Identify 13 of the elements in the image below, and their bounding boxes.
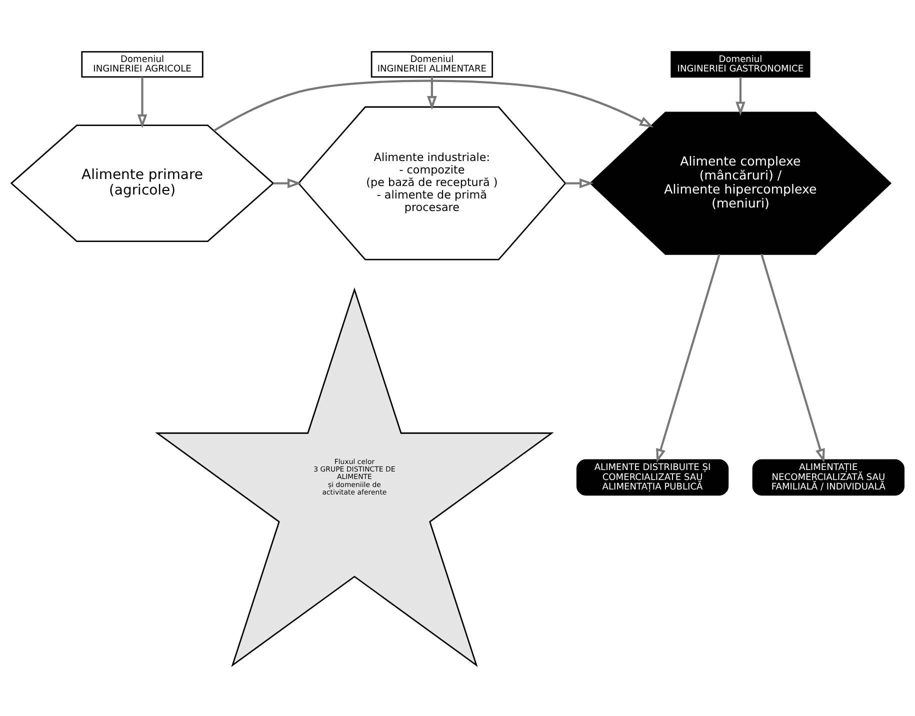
arrow (214, 79, 654, 132)
node-box: Domeniul INGINERIEI ALIMENTARE (370, 50, 494, 78)
arrow (736, 76, 746, 116)
arrow (565, 178, 594, 188)
node-box: ALIMENTAȚIE NECOMERCIALIZATĂ SAU FAMILIALĂ / INDIVIDUALĂ (752, 458, 904, 496)
node-box: Domeniul INGINERIEI AGRICOLE (81, 50, 204, 78)
arrow (137, 76, 148, 128)
arrow (656, 253, 720, 462)
node-box: ALIMENTE DISTRIBUITE ȘI COMERCIALIZATE SAU ALIMENTAȚIA PUBLICĂ (576, 458, 729, 496)
arrow (427, 76, 437, 110)
arrow (273, 178, 302, 188)
arrow (760, 253, 825, 462)
node-box: Domeniul INGINERIEI GASTRONOMICE (670, 50, 810, 78)
